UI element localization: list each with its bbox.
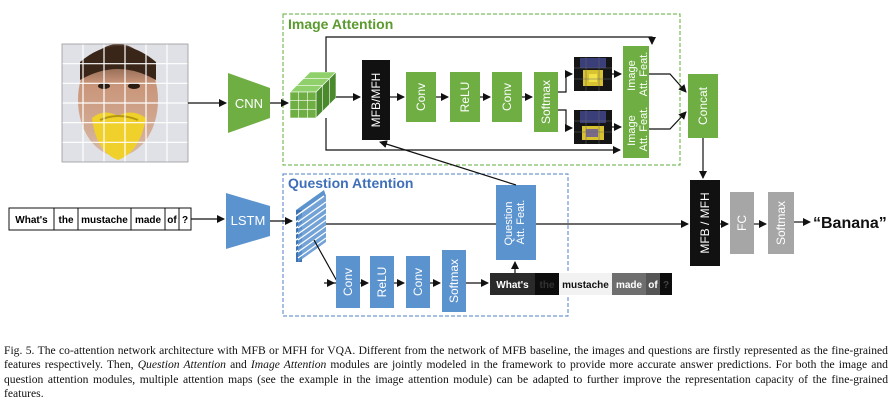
fc-block: FC: [730, 192, 754, 254]
weighted-token-5: ?: [663, 280, 669, 291]
image-att-softmax: Softmax: [534, 72, 558, 132]
image-att-relu-label: ReLU: [458, 82, 472, 113]
mfb-mfh-fusion-block: MFB / MFH: [690, 180, 720, 266]
input-image: [61, 43, 189, 163]
svg-text:Image Att. Feat.: Image Att. Feat.: [626, 107, 650, 152]
image-att-feat-2-line2: Att. Feat.: [638, 107, 650, 152]
svg-text:Image Att. Feat.: Image Att. Feat.: [626, 52, 650, 97]
attention-map-2: [574, 110, 612, 144]
concat-block: Concat: [688, 74, 718, 138]
image-att-conv2: Conv: [492, 72, 522, 122]
image-att-softmax-label: Softmax: [539, 80, 553, 124]
question-att-feat: Question Att. Feat.: [496, 185, 536, 260]
question-att-conv1: Conv: [336, 256, 360, 308]
edge-features-to-image-att-bottom: [325, 118, 621, 154]
edge-att-feat1-to-concat: [649, 73, 687, 93]
question-token-5: ?: [182, 215, 188, 226]
edge-qatt-to-mfb: [379, 140, 517, 186]
question-att-softmax: Softmax: [442, 250, 466, 312]
question-att-feat-line1: Question: [503, 202, 515, 246]
image-att-feat-1: Image Att. Feat.: [623, 46, 650, 102]
question-att-softmax-label: Softmax: [447, 259, 461, 303]
question-att-feat-line2: Att. Feat.: [515, 200, 527, 245]
architecture-diagram: Image Attention Question Attention CNN: [8, 13, 887, 317]
edge-features-to-image-att-top: [325, 36, 656, 72]
weighted-token-4: of: [648, 280, 658, 291]
image-att-conv1: Conv: [406, 72, 436, 122]
caption-question-attention: Question Attention: [137, 358, 226, 372]
lstm-label: LSTM: [231, 213, 266, 228]
output-softmax-block: Softmax: [768, 192, 794, 254]
mfb-mfh-attention-block: MFB/MFH: [362, 60, 390, 140]
concat-label: Concat: [696, 86, 710, 125]
question-att-relu: ReLU: [370, 256, 394, 308]
question-token-0: What's: [15, 215, 48, 226]
question-att-conv1-label: Conv: [341, 268, 355, 296]
edge-att-feat2-to-concat: [649, 111, 687, 130]
fc-label: FC: [735, 215, 749, 231]
weighted-token-1: the: [540, 280, 555, 291]
cnn-label: CNN: [235, 96, 263, 111]
caption-fig-label: Fig. 5.: [4, 344, 35, 357]
question-feature-stack: [295, 190, 327, 262]
caption-and: and: [230, 358, 247, 372]
question-token-1: the: [59, 215, 74, 226]
weighted-token-2: mustache: [562, 280, 609, 291]
attention-map-1: [574, 57, 612, 91]
caption-text-2: modules are jointly modeled in the frame…: [4, 358, 888, 401]
question-attention-frame: [282, 173, 569, 317]
question-att-relu-label: ReLU: [375, 267, 389, 298]
image-attention-title: Image Attention: [288, 16, 393, 32]
figure-caption: Fig. 5. The co-attention network archite…: [4, 344, 888, 402]
question-att-conv2-label: Conv: [411, 268, 425, 296]
image-attention-frame: [282, 13, 681, 166]
mfb-mfh-attention-label: MFB/MFH: [369, 73, 383, 128]
answer-label: “Banana”: [813, 215, 887, 232]
edge-qfeatures-to-conv: [313, 239, 340, 284]
caption-text-1: The co-attention network architecture wi…: [4, 344, 888, 372]
caption-image-attention: Image Attention: [250, 358, 327, 372]
question-token-3: made: [135, 215, 162, 226]
image-att-feat-1-line1: Image: [626, 60, 638, 91]
question-att-conv2: Conv: [406, 256, 430, 308]
question-token-4: of: [167, 215, 177, 226]
weighted-question-tokens: What's the mustache made of ?: [490, 273, 672, 295]
svg-text:Question Att. Feat.: Question Att. Feat.: [503, 198, 527, 245]
question-attention-title: Question Attention: [288, 175, 413, 191]
question-token-2: mustache: [81, 215, 128, 226]
weighted-token-3: made: [616, 280, 643, 291]
image-att-conv2-label: Conv: [500, 83, 514, 111]
image-att-feat-2: Image Att. Feat.: [623, 100, 650, 158]
weighted-token-0: What's: [496, 280, 529, 291]
output-softmax-label: Softmax: [774, 201, 788, 245]
edge-softmax-to-map2: [558, 109, 573, 132]
image-att-relu: ReLU: [450, 72, 480, 122]
image-att-feat-1-line2: Att. Feat.: [638, 52, 650, 97]
image-att-conv1-label: Conv: [414, 83, 428, 111]
cnn-block: CNN: [228, 73, 270, 133]
question-tokens: What's the mustache made of ?: [8, 207, 192, 231]
image-feature-cube: [289, 71, 337, 119]
edge-softmax-to-map1: [558, 70, 573, 93]
image-att-feat-2-line1: Image: [626, 115, 638, 146]
mfb-mfh-fusion-label: MFB / MFH: [698, 192, 712, 253]
lstm-block: LSTM: [226, 193, 270, 249]
